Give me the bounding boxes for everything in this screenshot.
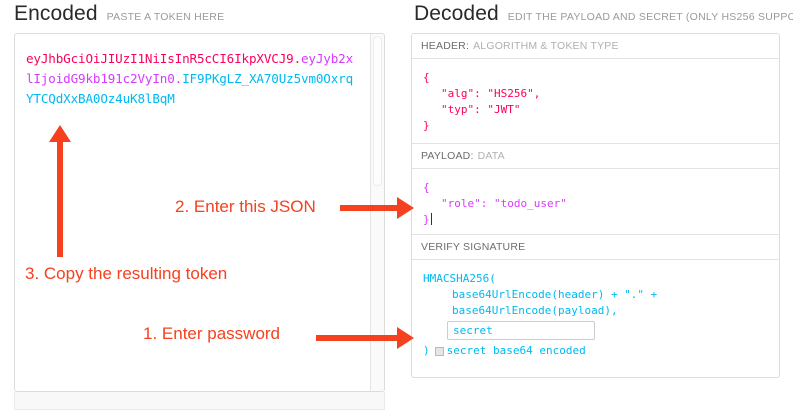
signature-code-line: base64UrlEncode(payload), [452, 304, 618, 317]
token-signature-segment: IF9PKgLZ_XA70Uz5vm0OxrqYTCQdXxBA0Oz4uK8l… [26, 71, 354, 106]
decoded-column: Decoded EDIT THE PAYLOAD AND SECRET (ONL… [400, 0, 793, 411]
signature-section-label-strong: VERIFY SIGNATURE [421, 241, 526, 253]
encoded-token-panel[interactable]: eyJhbGciOiJIUzI1NiIsInR5cCI6IkpXVCJ9.eyJ… [14, 33, 385, 392]
header-code-line: } [423, 119, 430, 132]
payload-section-label-light: DATA [477, 150, 505, 162]
payload-code-line-with-caret: } [423, 212, 779, 228]
signature-editor: HMACSHA256( base64UrlEncode(header) + ".… [412, 260, 779, 377]
payload-code-line: } [423, 213, 430, 226]
header-code-line: "alg": "HS256", [441, 87, 541, 100]
annotation-step-2-arrow-shaft [340, 205, 399, 211]
payload-code-line: "role": "todo_user" [441, 197, 567, 210]
encoded-token-text[interactable]: eyJhbGciOiJIUzI1NiIsInR5cCI6IkpXVCJ9.eyJ… [26, 49, 356, 109]
annotation-step-1-arrow-head-icon [397, 327, 414, 349]
header-code-line: { [423, 71, 430, 84]
header-json-editor[interactable]: { "alg": "HS256", "typ": "JWT" } [412, 59, 779, 144]
header-code-line: "typ": "JWT" [441, 103, 521, 116]
encoded-scrollbar[interactable] [370, 34, 384, 391]
payload-code-line: { [423, 181, 430, 194]
encoded-subtitle: PASTE A TOKEN HERE [106, 11, 225, 23]
annotation-step-3-arrow-shaft [57, 140, 63, 257]
signature-section-label: VERIFY SIGNATURE [412, 235, 779, 260]
decoded-header: Decoded EDIT THE PAYLOAD AND SECRET (ONL… [414, 1, 793, 30]
annotation-step-3-arrow-head-icon [49, 125, 71, 142]
token-separator-2: . [174, 71, 183, 86]
decoded-panel: HEADER: ALGORITHM & TOKEN TYPE { "alg": … [411, 33, 780, 378]
secret-input[interactable] [447, 321, 595, 340]
token-separator-1: . [293, 51, 302, 66]
signature-code-line: HMACSHA256( [423, 272, 496, 285]
encoded-panel-footer [14, 392, 385, 410]
encoded-title: Encoded [14, 2, 98, 25]
signature-code-line: base64UrlEncode(header) + "." + [452, 288, 658, 301]
payload-section-label: PAYLOAD: DATA [412, 144, 779, 169]
encoded-header: Encoded PASTE A TOKEN HERE [14, 1, 224, 30]
signature-close-paren: ) [423, 344, 430, 357]
token-header-segment: eyJhbGciOiJIUzI1NiIsInR5cCI6IkpXVCJ9 [26, 51, 294, 66]
decoded-subtitle: EDIT THE PAYLOAD AND SECRET (ONLY HS256 … [507, 11, 793, 23]
base64-encoded-label: secret base64 encoded [446, 344, 586, 357]
encoded-column: Encoded PASTE A TOKEN HERE eyJhbGciOiJIU… [14, 1, 385, 410]
header-section-label-strong: HEADER: [421, 40, 470, 52]
annotation-step-2-label: 2. Enter this JSON [175, 197, 316, 216]
header-section-label-light: ALGORITHM & TOKEN TYPE [473, 40, 619, 52]
header-section-label: HEADER: ALGORITHM & TOKEN TYPE [412, 34, 779, 59]
token-payload-segment: eyJyb2xlIjoidG9kb191c2VyIn0 [26, 51, 354, 86]
annotation-step-1-label: 1. Enter password [143, 324, 281, 343]
signature-close-row: ) secret base64 encoded [423, 343, 779, 359]
payload-json-editor[interactable]: { "role": "todo_user" } [412, 169, 779, 235]
encoded-scrollbar-thumb[interactable] [373, 36, 382, 186]
base64-encoded-checkbox[interactable] [434, 346, 444, 356]
payload-section-label-strong: PAYLOAD: [421, 150, 474, 162]
annotation-step-2-arrow-head-icon [397, 197, 414, 219]
annotation-step-1-arrow-shaft [316, 335, 399, 341]
annotation-step-3-label: 3. Copy the resulting token [25, 264, 228, 283]
text-caret [430, 213, 432, 225]
decoded-title: Decoded [414, 2, 499, 25]
